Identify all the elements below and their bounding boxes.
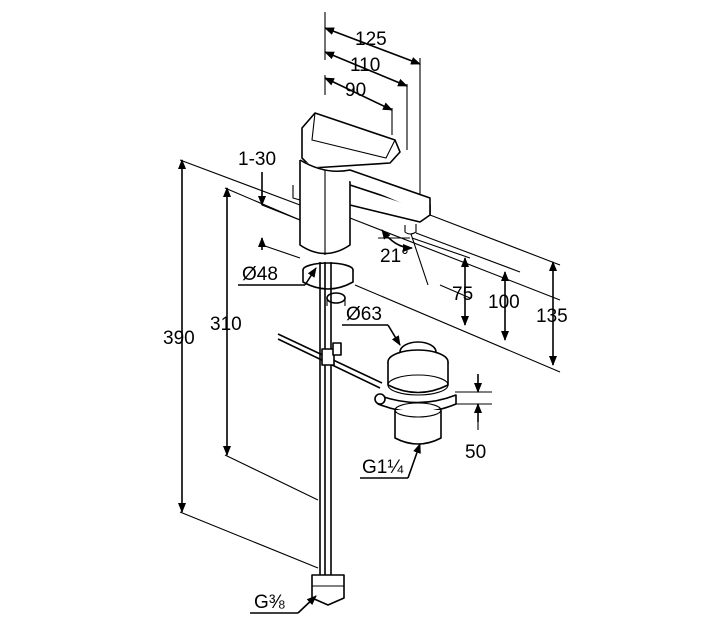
- faucet-body: [292, 112, 431, 306]
- dim-label-g1-1-4: G1¼: [362, 457, 404, 478]
- dim-line-90: [324, 77, 393, 111]
- angle-21-group: 21°: [378, 229, 429, 286]
- diameter-48-group: Ø48: [238, 264, 317, 286]
- dim-label-50: 50: [465, 442, 486, 463]
- angle-label-21: 21°: [380, 246, 409, 267]
- dim-label-diameter-48: Ø48: [242, 264, 278, 285]
- dim-label-1-30: 1-30: [238, 149, 276, 170]
- dim-label-diameter-63: Ø63: [346, 304, 382, 325]
- supply-hoses: [277, 262, 383, 606]
- diameter-63-group: Ø63: [342, 304, 401, 346]
- dim-line-110: [324, 51, 408, 87]
- height-dimension-group: 75 100 135: [349, 214, 568, 373]
- dim-label-g3-8: G⅜: [254, 592, 285, 613]
- dim-label-135: 135: [536, 306, 568, 327]
- height-50-group: 50: [455, 374, 492, 463]
- dim-label-390: 390: [163, 328, 195, 349]
- dim-1-30-group: 1-30: [238, 149, 301, 259]
- drain-assembly: [374, 341, 457, 445]
- dim-label-125: 125: [355, 29, 387, 50]
- left-height-group: 390 310: [163, 159, 319, 569]
- thread-waste-group: G1¼: [360, 443, 421, 479]
- dim-label-75: 75: [452, 284, 473, 305]
- dim-label-310: 310: [210, 314, 242, 335]
- dim-label-90: 90: [345, 80, 366, 101]
- dim-label-100: 100: [488, 292, 520, 313]
- thread-supply-group: G⅜: [250, 592, 317, 614]
- width-dimension-group: 125 110 90: [324, 12, 421, 195]
- dim-label-110: 110: [350, 55, 380, 76]
